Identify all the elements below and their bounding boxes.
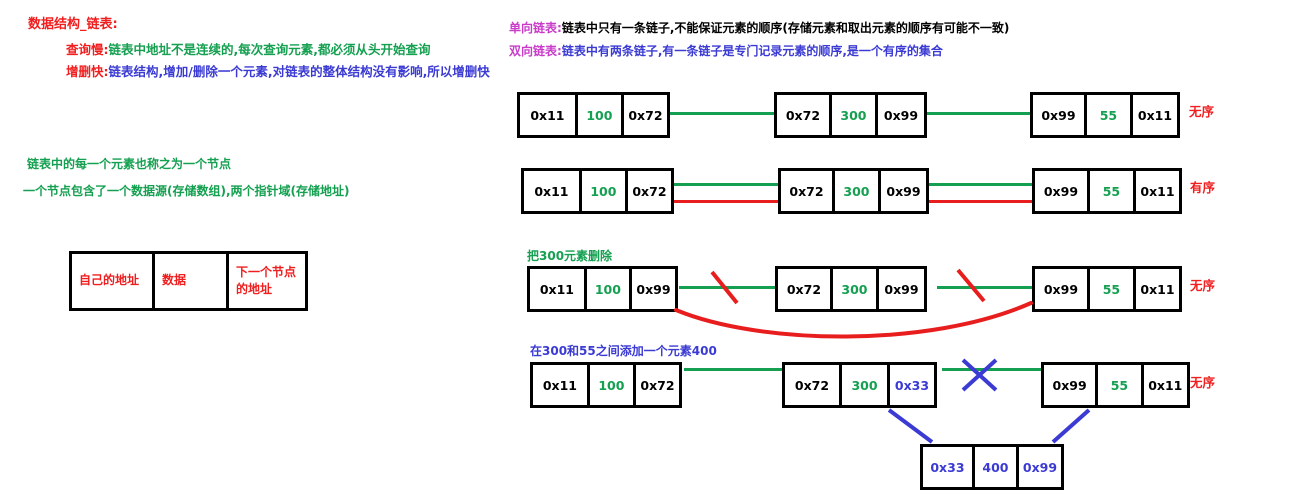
row2-node-1-next-address: 0x72 xyxy=(624,171,671,211)
row2-node-2-data: 300 xyxy=(831,171,878,211)
inserted-node-self-address: 0x33 xyxy=(930,459,965,475)
row2-node-3-self-address: 0x99 xyxy=(1043,183,1079,199)
row4-caption: 在300和55之间添加一个元素400 xyxy=(530,344,717,358)
row2-node-2-self-address: 0x72 xyxy=(789,183,824,199)
row2-node-3: 0x99 55 0x11 xyxy=(1032,168,1182,214)
row1-node-2-next-address: 0x99 xyxy=(874,95,924,135)
header-singly-linked-list-label: 单向链表: xyxy=(509,21,562,35)
row1-node-3-next-address: 0x11 xyxy=(1129,95,1177,135)
row4-node-3-data: 55 xyxy=(1095,365,1140,405)
row2-link-forward-1 xyxy=(674,183,778,186)
row1-node-1-next-address: 0x72 xyxy=(620,95,667,135)
row1-order-tag: 无序 xyxy=(1189,104,1215,119)
inserted-node-400: 0x33 400 0x99 xyxy=(920,444,1064,490)
node-structure-box: 自己的地址 数据 下一个节点的地址 xyxy=(69,251,308,311)
header-doubly-linked-list: 双向链表:链表中有两条链子,有一条链子是专门记录元素的顺序,是一个有序的集合 xyxy=(509,45,943,57)
row1-node-2: 0x72 300 0x99 xyxy=(774,92,927,138)
row3-node-2-next-address: 0x99 xyxy=(875,269,924,309)
row3-node-1: 0x11 100 0x99 xyxy=(527,266,678,312)
row4-node-3: 0x99 55 0x11 xyxy=(1041,362,1190,408)
point-query-slow: 查询慢:链表中地址不是连续的,每次查询元素,都必须从头开始查询 xyxy=(66,42,431,57)
row3-link-2 xyxy=(937,286,1032,289)
note-node-definition: 链表中的每一个元素也称之为一个节点 xyxy=(27,157,232,171)
row4-cut-mark-x-stroke-1 xyxy=(961,358,998,392)
row2-link-backward-2 xyxy=(929,200,1032,203)
row1-link-2 xyxy=(927,112,1030,115)
row3-link-1 xyxy=(679,286,775,289)
row1-node-3: 0x99 55 0x11 xyxy=(1030,92,1180,138)
node-structure-cell-data: 数据 xyxy=(152,254,226,308)
inserted-node-data: 400 xyxy=(971,447,1016,487)
row4-node-2-self-address: 0x72 xyxy=(794,377,830,393)
row3-node-2: 0x72 300 0x99 xyxy=(775,266,927,312)
row1-link-1 xyxy=(670,112,774,115)
note-node-contents: 一个节点包含了一个数据源(存储数组),两个指针域(存储地址) xyxy=(23,184,350,198)
row3-order-tag: 无序 xyxy=(1190,278,1216,293)
row4-order-tag: 无序 xyxy=(1190,375,1216,390)
row4-cut-mark-x-stroke-2 xyxy=(961,358,998,392)
row3-node-3: 0x99 55 0x11 xyxy=(1032,266,1182,312)
row4-node-1-next-address: 0x72 xyxy=(632,365,679,405)
row4-node-3-self-address: 0x99 xyxy=(1052,377,1087,393)
row1-node-2-data: 300 xyxy=(828,95,875,135)
row2-node-3-next-address: 0x11 xyxy=(1132,171,1179,211)
row2-node-1-self-address: 0x11 xyxy=(534,183,569,199)
row4-node-1-self-address: 0x11 xyxy=(542,377,577,393)
row1-node-1: 0x11 100 0x72 xyxy=(517,92,670,138)
header-singly-linked-list: 单向链表:链表中只有一条链子,不能保证元素的顺序(存储元素和取出元素的顺序有可能… xyxy=(509,22,1009,34)
row1-node-3-self-address: 0x99 xyxy=(1041,107,1076,123)
row4-insert-arrow-in xyxy=(887,408,934,444)
row1-node-1-data: 100 xyxy=(574,95,621,135)
point-query-slow-text: 链表中地址不是连续的,每次查询元素,都必须从头开始查询 xyxy=(108,42,431,57)
row1-node-1-self-address: 0x11 xyxy=(530,107,565,123)
point-insert-delete-fast-text: 链表结构,增加/删除一个元素,对链表的整体结构没有影响,所以增删快 xyxy=(108,64,490,79)
header-doubly-linked-list-text: 链表中有两条链子,有一条链子是专门记录元素的顺序,是一个有序的集合 xyxy=(561,44,943,58)
row4-node-3-next-address: 0x11 xyxy=(1140,365,1187,405)
row2-node-3-data: 55 xyxy=(1086,171,1133,211)
row2-node-1-data: 100 xyxy=(578,171,625,211)
row2-link-backward-1 xyxy=(674,200,778,203)
row3-node-3-data: 55 xyxy=(1086,269,1133,309)
row1-node-3-data: 55 xyxy=(1083,95,1130,135)
row4-link-2 xyxy=(942,368,1041,371)
row4-node-1: 0x11 100 0x72 xyxy=(530,362,682,408)
row3-node-1-self-address: 0x11 xyxy=(539,281,574,297)
row4-link-1 xyxy=(684,368,782,371)
row2-node-2-next-address: 0x99 xyxy=(877,171,926,211)
row4-insert-arrow-out xyxy=(1051,408,1091,444)
row4-node-2-next-address: 0x33 xyxy=(887,365,934,405)
header-singly-linked-list-text: 链表中只有一条链子,不能保证元素的顺序(存储元素和取出元素的顺序有可能不一致) xyxy=(561,21,1010,35)
row3-node-1-next-address: 0x99 xyxy=(628,269,675,309)
node-structure-cell-own-address: 自己的地址 xyxy=(79,273,140,288)
row2-link-forward-2 xyxy=(929,183,1032,186)
row2-order-tag: 有序 xyxy=(1190,180,1216,195)
row2-node-1: 0x11 100 0x72 xyxy=(521,168,674,214)
inserted-node-next-address: 0x99 xyxy=(1015,447,1061,487)
point-insert-delete-fast-label: 增删快: xyxy=(66,64,109,79)
row3-node-1-data: 100 xyxy=(583,269,629,309)
row4-node-2: 0x72 300 0x33 xyxy=(782,362,937,408)
row3-node-3-self-address: 0x99 xyxy=(1043,281,1079,297)
row2-node-2: 0x72 300 0x99 xyxy=(778,168,929,214)
row4-node-2-data: 300 xyxy=(839,365,887,405)
point-query-slow-label: 查询慢: xyxy=(66,42,109,57)
row3-node-2-self-address: 0x72 xyxy=(786,281,822,297)
row1-node-2-self-address: 0x72 xyxy=(785,107,821,123)
header-doubly-linked-list-label: 双向链表: xyxy=(509,44,562,58)
row4-node-1-data: 100 xyxy=(586,365,633,405)
left-panel-title: 数据结构_链表: xyxy=(28,17,118,32)
point-insert-delete-fast: 增删快:链表结构,增加/删除一个元素,对链表的整体结构没有影响,所以增删快 xyxy=(66,64,490,79)
row3-caption: 把300元素删除 xyxy=(527,249,613,263)
row3-node-2-data: 300 xyxy=(829,269,876,309)
node-structure-cell-next-address: 下一个节点的地址 xyxy=(226,254,305,308)
row3-node-3-next-address: 0x11 xyxy=(1132,269,1179,309)
